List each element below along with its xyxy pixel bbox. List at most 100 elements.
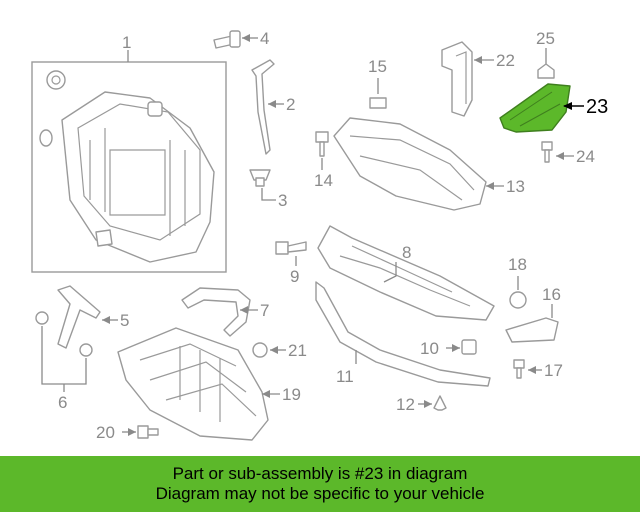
part-19-ribs [139,343,257,417]
part-24-arrow [556,152,564,160]
part-3-clip-body [249,169,271,181]
callout-25[interactable]: 25 [536,29,555,48]
part-19-shield[interactable] [117,327,280,441]
part-11-lower-trim[interactable] [315,281,491,387]
part-13-air-deflector[interactable] [333,117,504,211]
part-4-arrow [242,34,250,42]
banner-line-1: Part or sub-assembly is #23 in diagram [172,464,468,483]
callout-14[interactable]: 14 [314,171,333,190]
part-20-bolt[interactable] [122,425,159,439]
part-23-shape [499,83,571,133]
callout-9[interactable]: 9 [290,267,299,286]
callout-5[interactable]: 5 [120,311,129,330]
radiator-support-opening [109,149,166,216]
part-17-bolt[interactable] [513,359,542,379]
part-22-detail [455,51,467,104]
part-25-nut[interactable] [537,48,555,79]
banner-line-2: Diagram may not be specific to your vehi… [155,484,485,503]
callout-21[interactable]: 21 [288,341,307,360]
radiator-support-inner [77,103,201,241]
callout-12[interactable]: 12 [396,395,415,414]
callout-17[interactable]: 17 [544,361,563,380]
callout-7[interactable]: 7 [260,301,269,320]
part-22-body [441,41,473,117]
part-5-arrow [102,316,110,324]
part-9-bolt[interactable] [275,241,307,266]
radiator-support-body [61,91,215,263]
part-5-body [57,285,101,349]
callout-2[interactable]: 2 [286,95,295,114]
radiator-support-ribs [89,128,186,236]
part-2-arrow [268,100,276,108]
callout-3[interactable]: 3 [278,191,287,210]
callout-8[interactable]: 8 [402,243,411,262]
part-2-rod [251,59,275,155]
callout-1[interactable]: 1 [122,33,131,52]
part-13-body [333,117,487,211]
part-24-bolt[interactable] [541,141,574,163]
part-8-leader [383,262,397,283]
part-10-arrow [452,344,460,352]
callout-16[interactable]: 16 [542,285,561,304]
part-18-nut[interactable] [509,276,527,309]
callout-6[interactable]: 6 [58,393,67,412]
part-12-body [433,395,447,411]
part-12-pin[interactable] [418,395,447,411]
part-1-cap [46,70,66,90]
callout-10[interactable]: 10 [420,339,439,358]
part-7-arrow [240,306,248,314]
part-3-clip[interactable] [249,169,276,201]
callout-11[interactable]: 11 [336,367,354,386]
callout-15[interactable]: 15 [368,57,387,76]
callout-4[interactable]: 4 [260,29,269,48]
part-5-bracket[interactable] [35,285,118,357]
part-24-head [541,141,553,151]
part-14-bolt[interactable] [315,131,329,170]
part-10-body [461,339,477,355]
part-22-arrow [474,56,482,64]
part-23-arrow [563,102,572,110]
part-9-head [275,241,289,255]
part-3-clip-stem [255,177,265,187]
part-1-cap-inner [51,75,61,85]
part-1-clip [147,101,163,117]
callout-labels: 1 2 3 4 5 6 7 8 9 10 11 12 13 14 15 16 1… [58,29,608,442]
part-1-radiator-support[interactable] [31,50,227,273]
part-21-grommet[interactable] [252,342,286,358]
part-13-arrow [486,182,494,190]
part-8-body [317,225,495,321]
part-20-head [137,425,149,439]
info-banner: Part or sub-assembly is #23 in diagram D… [0,456,640,512]
part-14-shank [319,141,325,157]
part-3-leader [261,188,276,201]
part-1-bushing [95,229,113,247]
part-23-deflector[interactable] [499,83,584,133]
part-6-bolt-a [35,311,49,325]
part-8-slats [339,245,471,307]
part-19-vents [179,346,221,422]
callout-19[interactable]: 19 [282,385,301,404]
callout-23[interactable]: 23 [586,96,608,118]
part-2-hood-rod[interactable] [251,59,284,155]
part-6-fasteners[interactable] [41,326,87,392]
part-4-bolt[interactable] [213,30,258,49]
part-15-clip[interactable] [369,78,387,109]
part-16-bracket[interactable] [505,304,559,343]
part-15-body [369,97,387,109]
part-17-arrow [528,366,536,374]
part-7-bracket[interactable] [181,287,258,337]
callout-22[interactable]: 22 [496,51,515,70]
part-14-head [315,131,329,143]
callout-18[interactable]: 18 [508,255,527,274]
part-20-arrow [128,428,136,436]
callout-24[interactable]: 24 [576,147,595,166]
part-22-bracket[interactable] [441,41,494,117]
part-8-lower-grille[interactable] [317,225,495,321]
callout-13[interactable]: 13 [506,177,525,196]
callout-20[interactable]: 20 [96,423,115,442]
part-21-body [252,342,268,358]
part-25-nut-body [537,63,555,79]
part-20-shank [147,428,159,436]
part-10-clip[interactable] [446,339,477,355]
part-7-body [181,287,251,337]
